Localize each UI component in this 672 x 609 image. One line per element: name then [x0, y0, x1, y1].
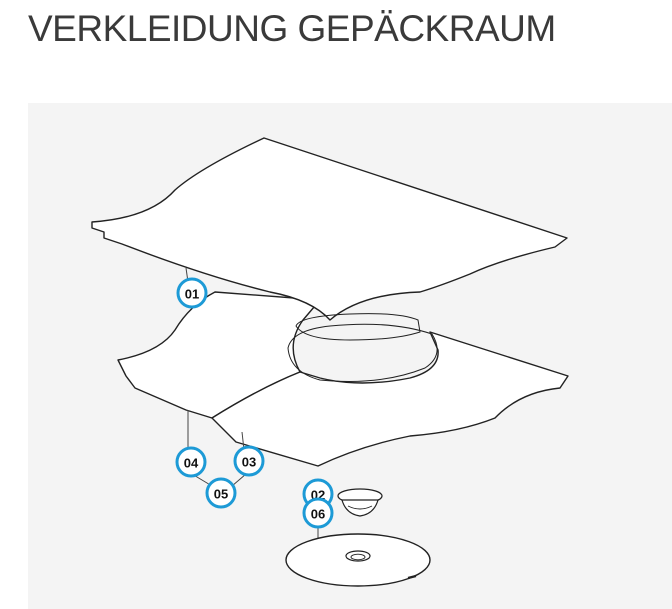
floor-cutout-outline [287, 323, 438, 382]
fastener-clip[interactable] [337, 488, 383, 517]
callout-01[interactable]: 01 [176, 277, 208, 309]
callout-05[interactable]: 05 [205, 477, 237, 509]
callout-04[interactable]: 04 [175, 446, 207, 478]
callout-06[interactable]: 06 [302, 497, 334, 529]
cover-board-top[interactable] [91, 137, 568, 321]
round-cover-disc[interactable] [285, 533, 431, 587]
well-rim [295, 313, 421, 341]
floor-panel-right[interactable] [211, 331, 569, 467]
callout-03[interactable]: 03 [233, 445, 265, 477]
page-title: VERKLEIDUNG GEPÄCKRAUM [28, 8, 556, 49]
